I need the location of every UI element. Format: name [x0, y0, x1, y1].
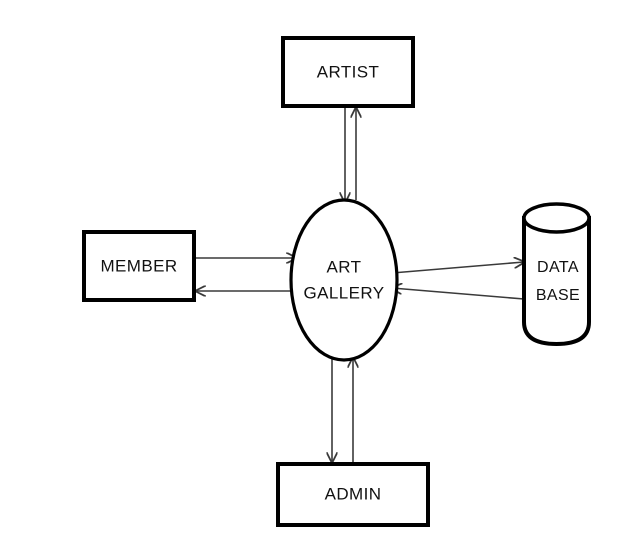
node-database[interactable]: DATA BASE: [522, 202, 591, 347]
art-gallery-ellipse: [289, 198, 399, 362]
art-gallery-label-line1: ART: [327, 257, 362, 276]
artist-label: ARTIST: [317, 62, 380, 81]
database-label-line1: DATA: [537, 259, 579, 276]
database-cylinder-top: [522, 202, 591, 234]
node-admin[interactable]: ADMIN: [276, 462, 430, 527]
flow-gallery-to-database: [391, 262, 524, 274]
flow-database-to-gallery: [392, 288, 525, 300]
member-label: MEMBER: [100, 256, 177, 275]
admin-label: ADMIN: [325, 484, 382, 503]
member-box: [82, 230, 196, 302]
node-art-gallery[interactable]: ART GALLERY: [289, 198, 399, 362]
database-label-line2: BASE: [536, 287, 580, 304]
art-gallery-label-line2: GALLERY: [304, 283, 385, 302]
node-member[interactable]: MEMBER: [82, 230, 196, 302]
node-artist[interactable]: ARTIST: [281, 36, 415, 108]
database-cylinder-body: [522, 216, 591, 347]
admin-box: [276, 462, 430, 527]
artist-box: [281, 36, 415, 108]
